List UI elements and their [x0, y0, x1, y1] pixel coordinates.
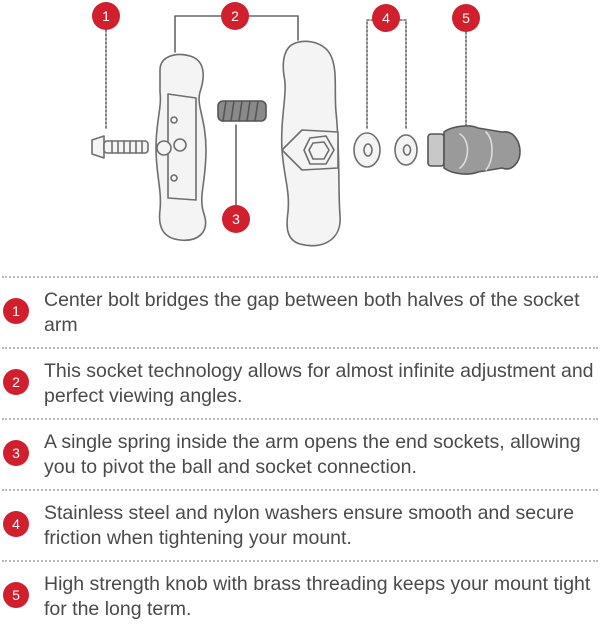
- number-badge: 2: [3, 369, 29, 395]
- callout-2: 2: [221, 2, 249, 30]
- leader-line-4: [366, 19, 407, 129]
- svg-text:5: 5: [462, 10, 470, 26]
- legend-item-2: 2 This socket technology allows for almo…: [0, 349, 600, 418]
- svg-text:1: 1: [102, 8, 110, 24]
- callout-3: 3: [222, 205, 250, 233]
- nylon-washer: [394, 134, 418, 166]
- number-badge: 3: [3, 440, 29, 466]
- center-bolt: [91, 135, 149, 159]
- legend-text: This socket technology allows for almost…: [44, 360, 594, 407]
- stainless-washer: [353, 132, 381, 168]
- legend-item-5: 5 High strength knob with brass threadin…: [0, 562, 600, 631]
- number-badge: 1: [3, 298, 29, 324]
- svg-text:2: 2: [231, 8, 239, 24]
- socket-arm-half-2: [280, 40, 341, 247]
- spring: [217, 100, 267, 122]
- svg-text:3: 3: [232, 211, 240, 227]
- callout-1: 1: [92, 2, 120, 30]
- dotted-divider: [2, 560, 598, 562]
- dotted-divider: [2, 489, 598, 491]
- legend-text: High strength knob with brass threading …: [44, 573, 591, 620]
- exploded-parts-diagram: 1 2 3 4 5: [91, 2, 521, 247]
- callout-5: 5: [452, 4, 480, 32]
- legend-item-3: 3 A single spring inside the arm opens t…: [0, 420, 600, 489]
- socket-arm-half: [155, 53, 207, 241]
- dotted-divider: [2, 418, 598, 420]
- callout-4: 4: [372, 4, 400, 32]
- parts-legend: 1 Center bolt bridges the gap between bo…: [0, 276, 600, 631]
- dotted-divider: [2, 276, 598, 278]
- legend-text: A single spring inside the arm opens the…: [44, 431, 581, 478]
- number-badge: 5: [3, 582, 29, 608]
- dotted-divider: [2, 347, 598, 349]
- number-badge: 4: [3, 511, 29, 537]
- leader-line-2: [174, 15, 299, 53]
- legend-item-1: 1 Center bolt bridges the gap between bo…: [0, 278, 600, 347]
- legend-item-4: 4 Stainless steel and nylon washers ensu…: [0, 491, 600, 560]
- legend-text: Center bolt bridges the gap between both…: [44, 289, 580, 336]
- knob: [427, 125, 521, 175]
- legend-text: Stainless steel and nylon washers ensure…: [44, 502, 575, 549]
- svg-text:4: 4: [382, 10, 390, 26]
